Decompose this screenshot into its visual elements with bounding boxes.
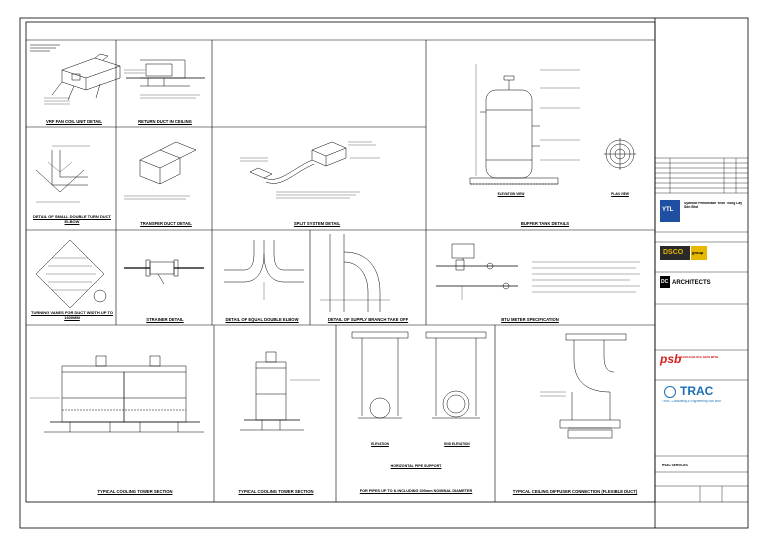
- caption-pipe-support: FOR PIPES UP TO & INCLUDING 300mm NOMINA…: [359, 489, 473, 493]
- caption-transfer-duct: TRANSFER DUCT DETAIL: [140, 221, 192, 226]
- dc-logo-mark: DC: [661, 279, 669, 285]
- cooling-tower-single-drawing: [240, 351, 320, 431]
- caption-split-system: SPLIT SYSTEM DETAIL: [293, 221, 341, 226]
- psb-logo: psb: [660, 352, 682, 366]
- caption-supply-branch: DETAIL OF SUPPLY BRANCH TAKE OFF: [327, 317, 409, 322]
- ytl-logo: YTL: [660, 200, 680, 222]
- trac-logo: TRAC: [680, 384, 714, 398]
- turning-vanes-drawing: [35, 239, 107, 309]
- trac-consulting-text: TRAC Consulting & Engineering Sdn Bhd: [662, 400, 721, 403]
- caption-btu-meter: BTU METER SPECIFICATION: [501, 317, 559, 322]
- equal-double-elbow-drawing: [224, 240, 304, 300]
- buffer-tank-drawing: [469, 64, 636, 185]
- supply-branch-drawing: [320, 234, 390, 312]
- caption-turning-vanes: TURNING VANES FOR DUCT WIDTH UP TO 1600M…: [31, 310, 113, 320]
- double-turn-elbow-drawing: [35, 145, 90, 203]
- caption-vrf-fan-coil: VRF FAN COIL UNIT DETAIL: [46, 119, 102, 124]
- caption-buffer-tank: BUFFER TANK DETAILS: [520, 221, 570, 226]
- ceiling-diffuser-drawing: [540, 333, 627, 439]
- ytl-logo-text: YTL: [662, 207, 674, 213]
- cooling-tower-double-drawing: [30, 355, 204, 433]
- dsco-group-text: group: [692, 250, 704, 255]
- dsco-group-badge: group: [691, 246, 707, 260]
- caption-ceiling-diffuser: TYPICAL CEILING DIFFUSER CONNECTION (FLE…: [512, 489, 638, 494]
- drawing-discipline: HVAC SERVICES: [662, 464, 688, 467]
- pipe-support-drawing: [351, 331, 487, 419]
- caption-horizontal-pipe-support: HORIZONTAL PIPE SUPPORT: [390, 464, 442, 468]
- strainer-drawing: [124, 259, 204, 285]
- dsco-logo-text: DSCO: [663, 249, 684, 256]
- btu-meter-drawing: [436, 243, 640, 300]
- dc-architects-text: ARCHITECTS: [672, 280, 711, 286]
- caption-cooling-tower-1: TYPICAL COOLING TOWER SECTION: [97, 489, 173, 494]
- caption-equal-double-elbow: DETAIL OF EQUAL DOUBLE ELBOW: [225, 317, 299, 322]
- dsco-logo: DSCO: [660, 246, 690, 260]
- caption-elevation-view: ELEVATION VIEW: [497, 192, 525, 196]
- caption-cooling-tower-2: TYPICAL COOLING TOWER SECTION: [238, 489, 314, 494]
- caption-strainer: STRAINER DETAIL: [146, 317, 184, 322]
- transfer-duct-drawing: [124, 141, 197, 200]
- trac-logo-icon: [664, 386, 676, 398]
- return-duct-drawing: [124, 59, 205, 99]
- caption-elevation: ELEVATION: [371, 442, 389, 446]
- psb-associates-text: ASSOCIATES SDN BHD: [680, 356, 719, 359]
- caption-return-duct: RETURN DUCT IN CEILING: [138, 119, 192, 124]
- caption-plan-view: PLAN VIEW: [611, 192, 629, 196]
- contractor-name: Syarikat Pembinaan Yeoh Tiong Lay Sdn Bh…: [684, 202, 743, 209]
- split-system-drawing: [240, 141, 380, 199]
- caption-end-elevation: END ELEVATION: [444, 442, 470, 446]
- fan-coil-unit-drawing: [30, 44, 121, 105]
- caption-double-turn-elbow: DETAIL OF SMALL DOUBLE TURN DUCT ELBOW: [33, 214, 111, 224]
- dc-architects-logo: DC: [660, 276, 670, 288]
